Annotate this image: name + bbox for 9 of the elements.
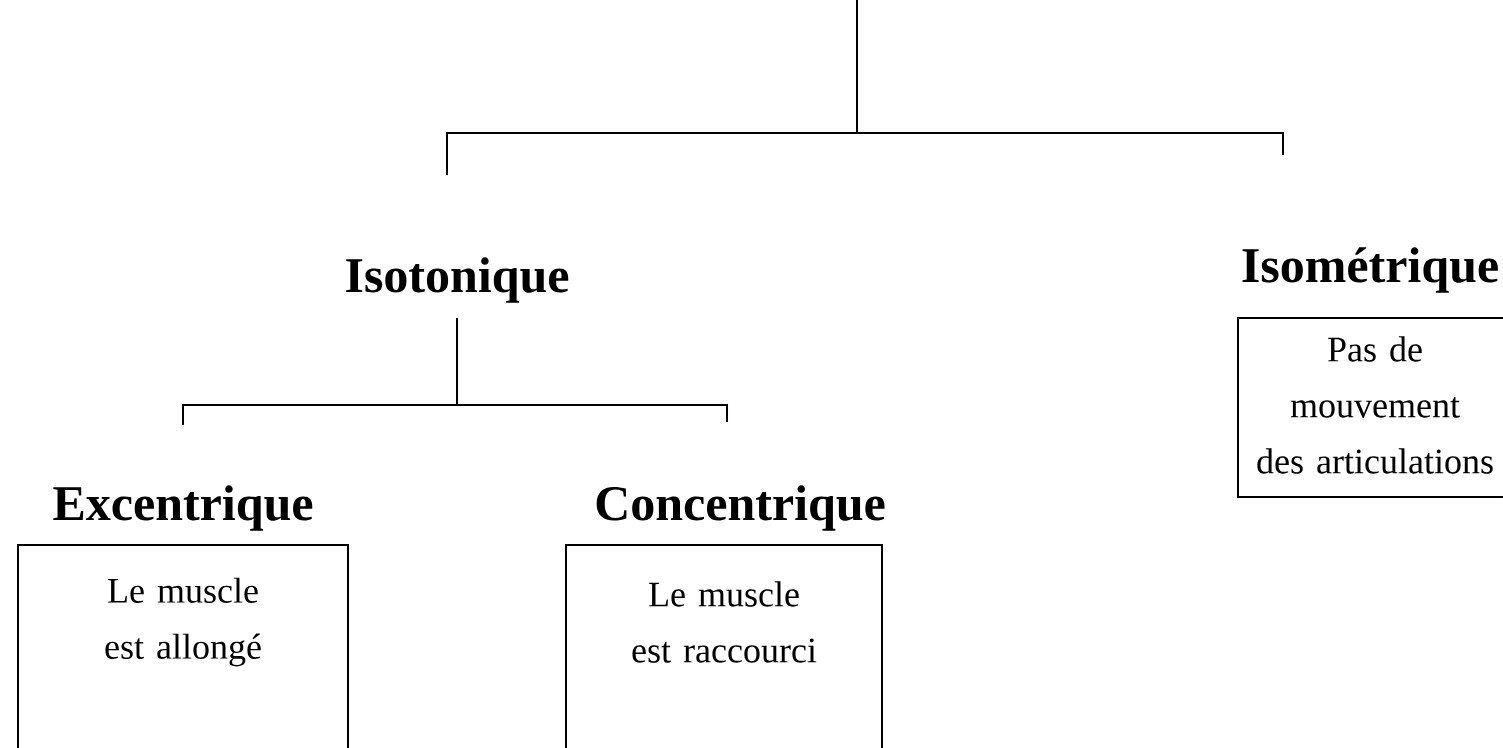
heading: Concentrique xyxy=(596,485,885,531)
connector-line xyxy=(456,317,728,423)
description-box: Le muscle est raccourci xyxy=(565,544,883,748)
heading: Isométrique xyxy=(1242,247,1498,293)
heading: Excentrique xyxy=(53,485,313,531)
connector-line xyxy=(856,0,1284,156)
heading: Isotonique xyxy=(346,257,569,303)
description-box: Le muscle est allongé xyxy=(17,544,349,748)
description-box: Pas de mouvement des articulations xyxy=(1237,317,1503,498)
